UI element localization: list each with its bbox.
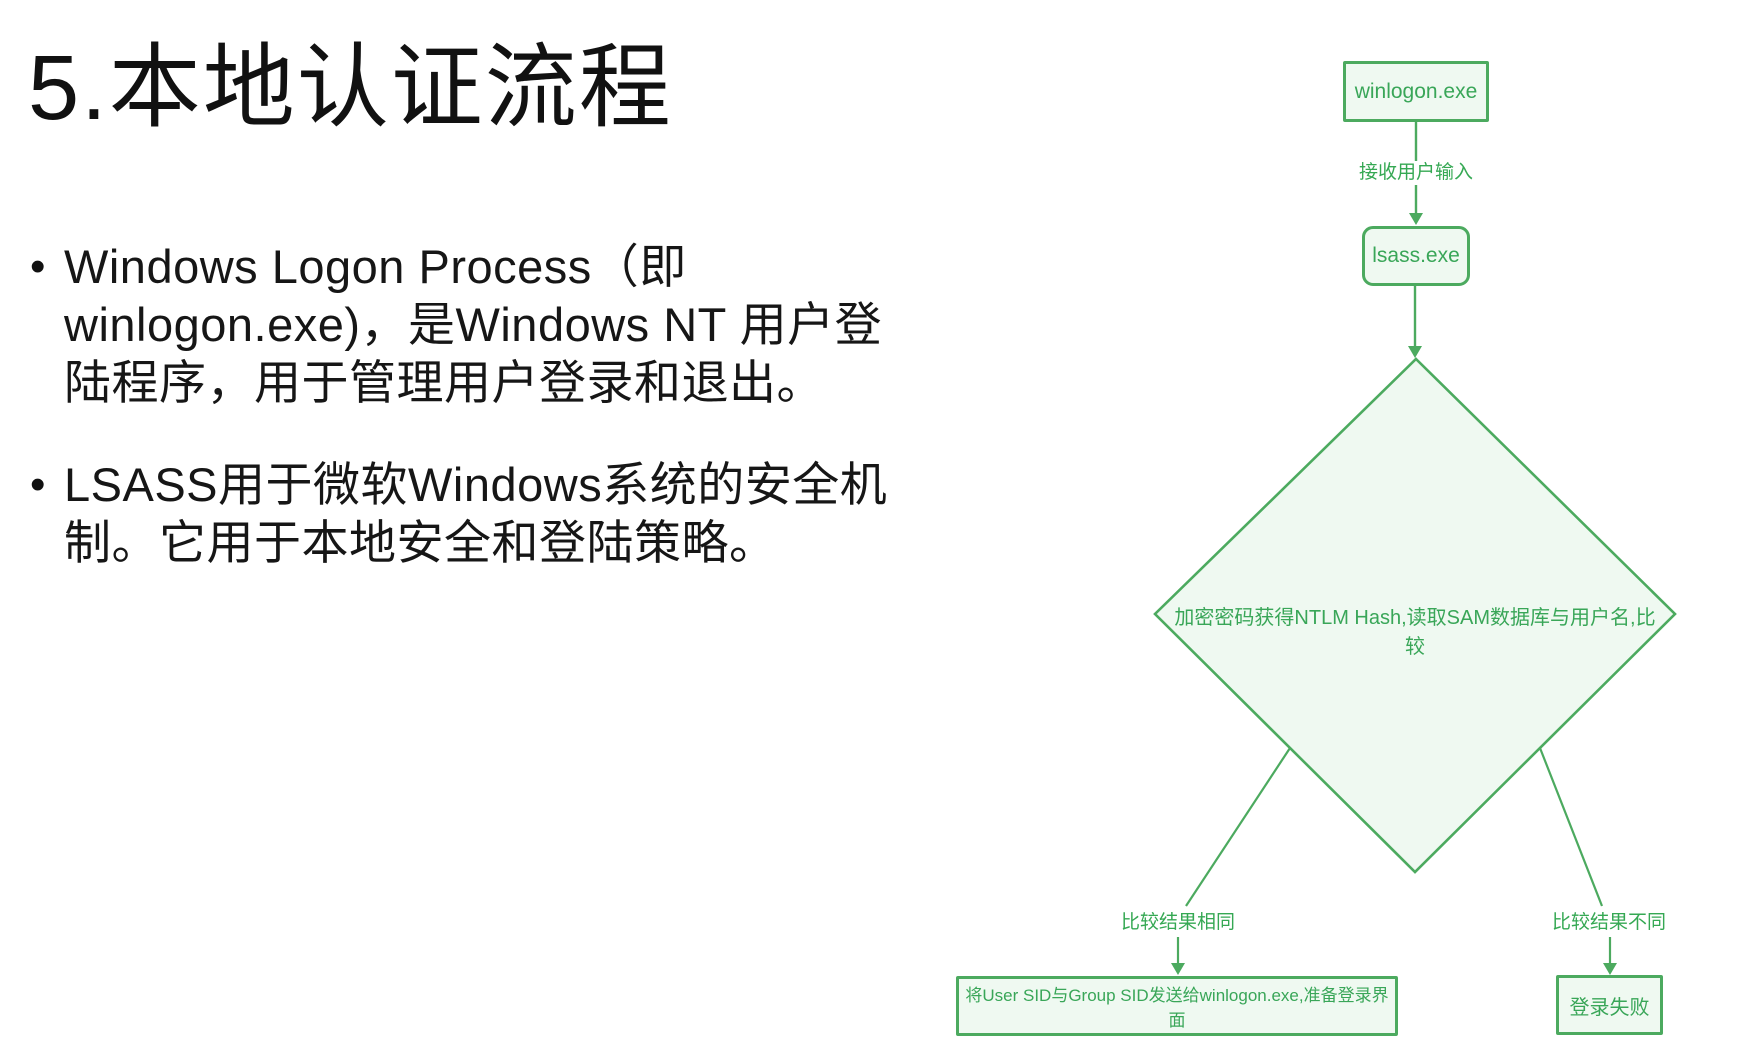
arrowhead-icon bbox=[1171, 963, 1185, 975]
node-decision-label: 加密密码获得NTLM Hash,读取SAM数据库与用户名,比较 bbox=[1174, 607, 1656, 658]
list-item: • Windows Logon Process（即 winlogon.exe)，… bbox=[30, 238, 1150, 412]
bullet-text-lsass: LSASS用于微软Windows系统的安全机 制。它用于本地安全和登陆策略。 bbox=[64, 458, 888, 569]
edge-line-decision-success-diagonal bbox=[1185, 747, 1291, 907]
list-item: • LSASS用于微软Windows系统的安全机 制。它用于本地安全和登陆策略。 bbox=[30, 456, 1150, 572]
page-title: 5.本地认证流程 bbox=[28, 37, 673, 139]
node-lsass: lsass.exe bbox=[1362, 226, 1470, 286]
arrowhead-icon bbox=[1409, 213, 1423, 225]
node-login-success: 将User SID与Group SID发送给winlogon.exe,准备登录界… bbox=[956, 976, 1398, 1036]
bullet-icon: • bbox=[30, 460, 46, 509]
arrowhead-icon bbox=[1408, 346, 1422, 358]
node-login-fail: 登录失败 bbox=[1556, 975, 1663, 1035]
bullet-text-winlogon: Windows Logon Process（即 winlogon.exe)，是W… bbox=[64, 240, 883, 409]
node-winlogon: winlogon.exe bbox=[1343, 61, 1489, 122]
edge-line-decision-fail-diagonal bbox=[1538, 747, 1604, 907]
bullet-icon: • bbox=[30, 242, 46, 291]
decision-diamond-shape bbox=[1153, 357, 1677, 874]
edge-label-compare-same: 比较结果相同 bbox=[1098, 911, 1258, 935]
bullet-list: • Windows Logon Process（即 winlogon.exe)，… bbox=[30, 238, 1150, 572]
arrowhead-icon bbox=[1603, 963, 1617, 975]
edge-label-compare-diff: 比较结果不同 bbox=[1529, 911, 1689, 935]
edge-label-receive-input: 接收用户输入 bbox=[1336, 161, 1496, 185]
